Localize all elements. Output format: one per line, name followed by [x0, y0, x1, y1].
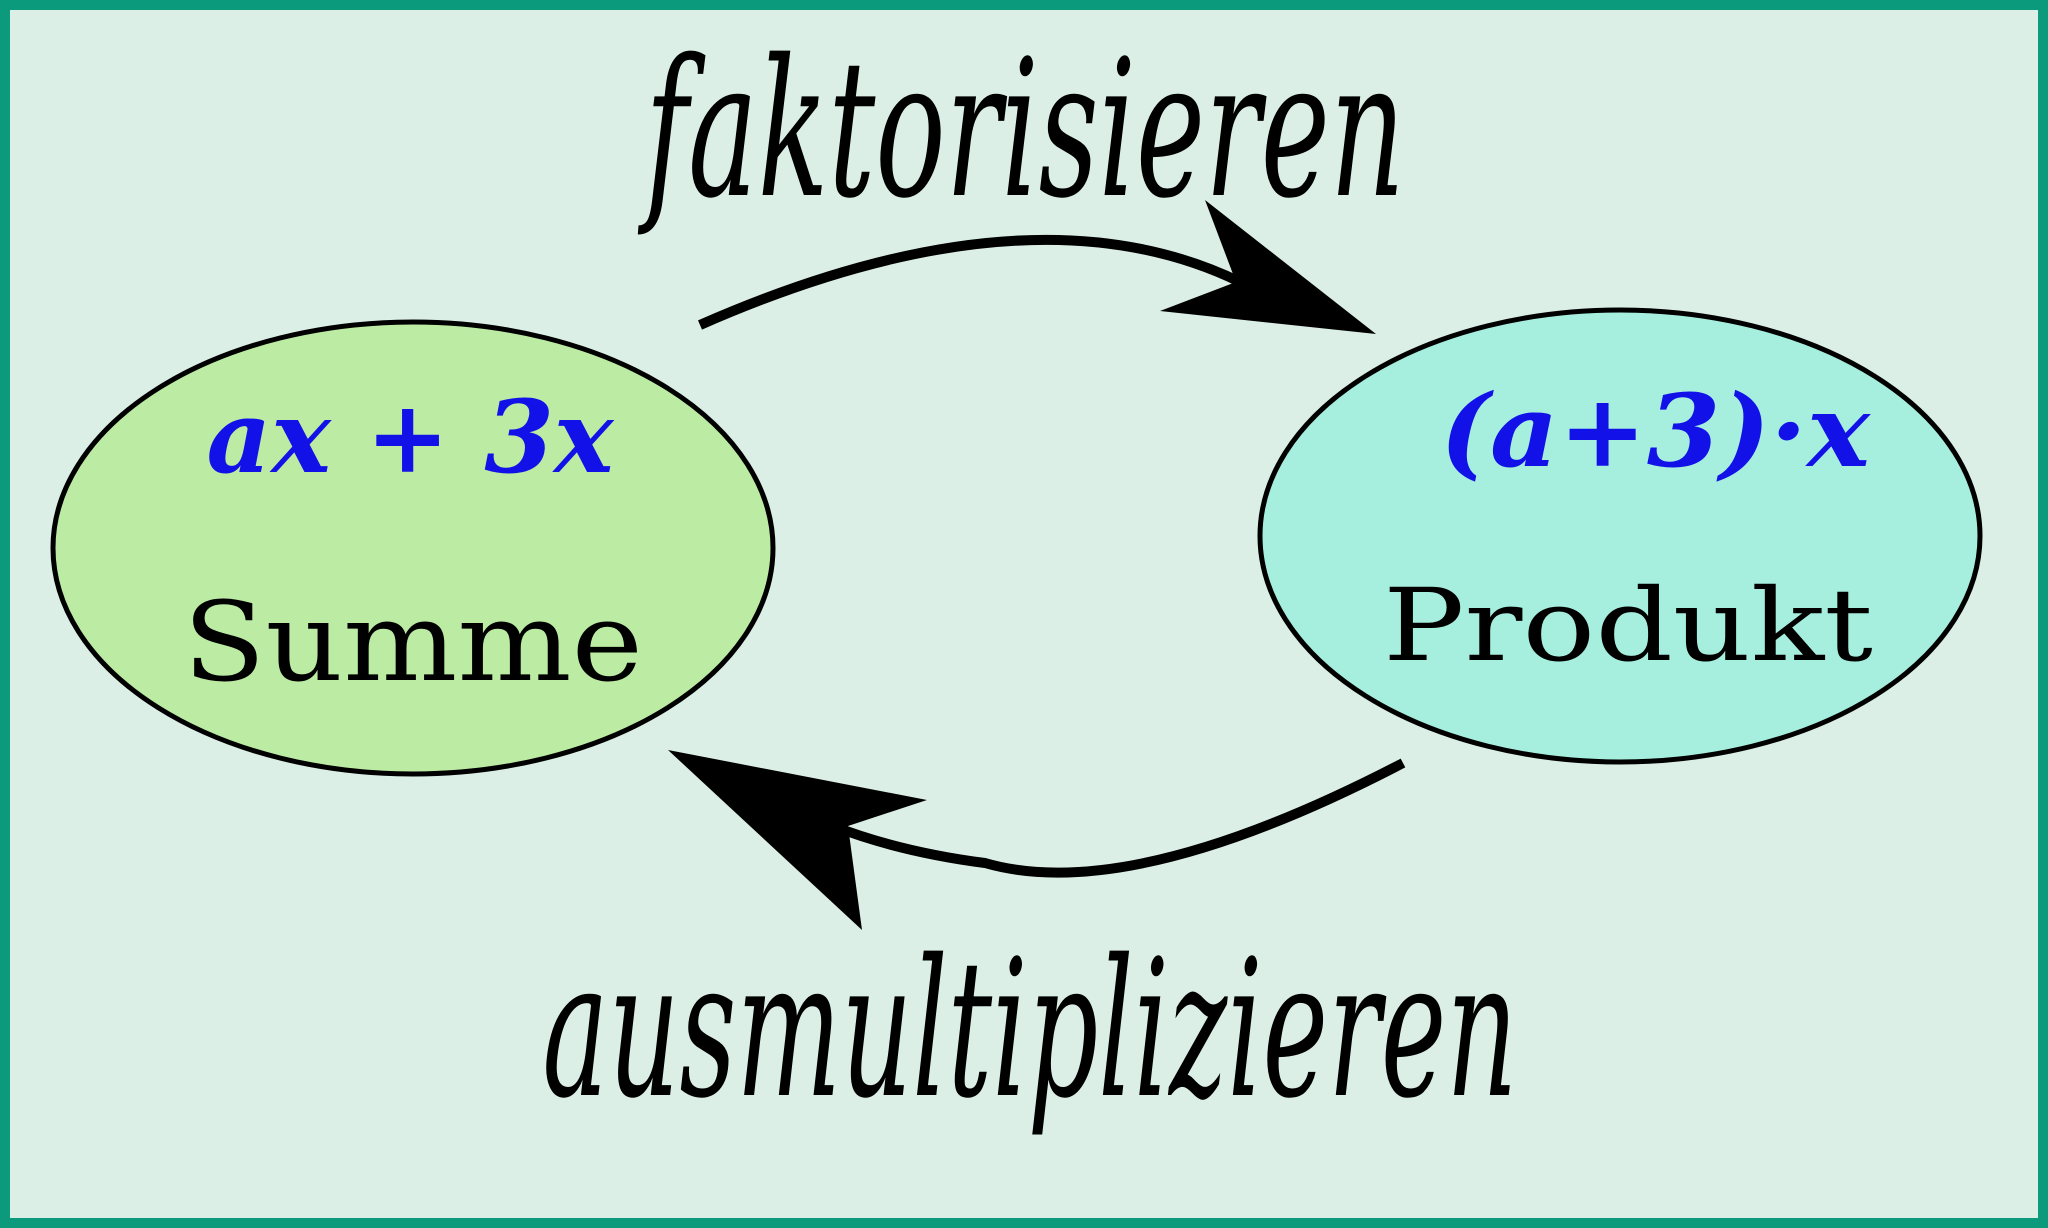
product-expression: (a+3)·x [1440, 372, 1871, 490]
arrow-ausmultiplizieren-shaft [831, 758, 1406, 878]
sum-node: ax + 3x Summe [50, 319, 776, 777]
label-ausmultiplizieren: ausmultiplizieren [543, 919, 1518, 1140]
arrow-ausmultiplizieren [668, 750, 1406, 930]
label-faktorisieren: faktorisieren [638, 19, 1405, 240]
sum-ellipse [50, 319, 776, 777]
product-label: Produkt [1383, 567, 1873, 684]
product-ellipse [1257, 307, 1983, 765]
product-node: (a+3)·x Produkt [1257, 307, 1983, 765]
sum-expression: ax + 3x [206, 378, 614, 496]
arrow-faktorisieren-head [1160, 200, 1376, 334]
arrow-ausmultiplizieren-head [668, 750, 927, 930]
arrow-faktorisieren [697, 200, 1376, 334]
sum-label: Summe [183, 578, 643, 706]
arrow-faktorisieren-shaft [697, 234, 1243, 330]
